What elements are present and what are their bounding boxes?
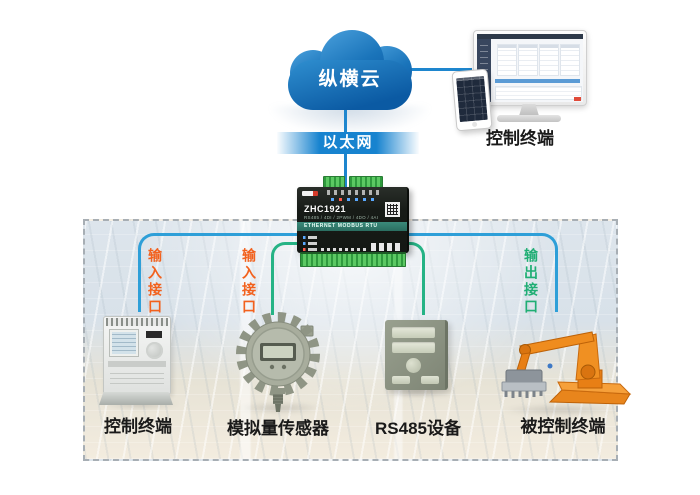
meter-base (99, 392, 173, 405)
meter-lcd (110, 330, 138, 356)
qr-code-icon (385, 202, 400, 217)
brand-logo-mark (302, 191, 318, 196)
io-channel-marks (321, 248, 369, 251)
smartphone (451, 68, 493, 132)
control-station-label: 控制终端 (486, 129, 554, 148)
input-interface-label-left: 输入接口 (147, 248, 163, 316)
cloud-to-terminal-link (406, 68, 472, 71)
cloud-label: 纵横云 (318, 69, 382, 90)
connector-ports (371, 243, 401, 251)
dashboard-panel (518, 44, 538, 76)
monitor-base (497, 115, 561, 122)
rs485-panel (392, 327, 435, 338)
cloud-base (288, 60, 412, 110)
rs485-device (385, 320, 448, 390)
gateway-band-label: ETHERNET MODBUS RTU (297, 222, 407, 231)
gateway-device: ZHC1921 RS485 / 4DI / 2PWM / 4DO / 4AI E… (297, 176, 409, 267)
dashboard-bluebar (495, 79, 580, 83)
cloud-reflection (268, 106, 432, 136)
sensor-lcd (263, 346, 293, 358)
dashboard-panel (497, 44, 517, 76)
dashboard-panel (560, 44, 580, 76)
output-interface-label: 输出接口 (523, 248, 539, 316)
input-interface-label-mid: 输入接口 (241, 248, 257, 316)
gateway-model-label: ZHC1921 (304, 204, 347, 214)
monitor-screen (477, 34, 583, 102)
ethernet-label: 以太网 (277, 132, 419, 154)
rs485-port (421, 376, 439, 384)
dashboard-table (495, 86, 582, 100)
gateway-spec-label: RS485 / 4DI / 2PWM / 4DO / 4AI (304, 215, 379, 220)
terminal-strip-icon (300, 252, 406, 267)
status-led-row (331, 198, 379, 201)
led-indicator (303, 236, 317, 239)
meter-label-strip (108, 361, 166, 367)
smartphone-screen (456, 75, 488, 123)
rs485-panel (392, 342, 435, 353)
dashboard-topbar (477, 34, 583, 39)
analog-sensor-device (236, 312, 320, 412)
wiring-diagram-icons (327, 190, 379, 195)
led-indicator (303, 242, 317, 245)
field-device-label: 被控制终端 (520, 417, 606, 436)
gateway-body: ZHC1921 RS485 / 4DI / 2PWM / 4DO / 4AI E… (297, 187, 409, 253)
meter-detail-lines (110, 372, 164, 388)
cloud-icon: 纵横云 (288, 30, 412, 110)
robot-arm-device (501, 331, 632, 405)
field-device-label: RS485设备 (375, 419, 461, 438)
field-device-label: 模拟量传感器 (227, 419, 329, 438)
meter-terminals (106, 318, 168, 326)
dashboard-panel (539, 44, 559, 76)
field-device-label: 控制终端 (104, 417, 172, 436)
led-indicator (303, 248, 317, 251)
meter-keypad (146, 342, 163, 359)
meter-device (103, 316, 171, 395)
meter-digit-window (146, 331, 162, 338)
rs485-port (392, 376, 410, 384)
dashboard-red-button (574, 97, 581, 101)
device-shadow (500, 404, 620, 416)
desktop-monitor (473, 30, 587, 106)
rs485-knob (406, 358, 421, 373)
monitor-stand (519, 104, 539, 116)
smartphone-home-button (471, 121, 478, 128)
